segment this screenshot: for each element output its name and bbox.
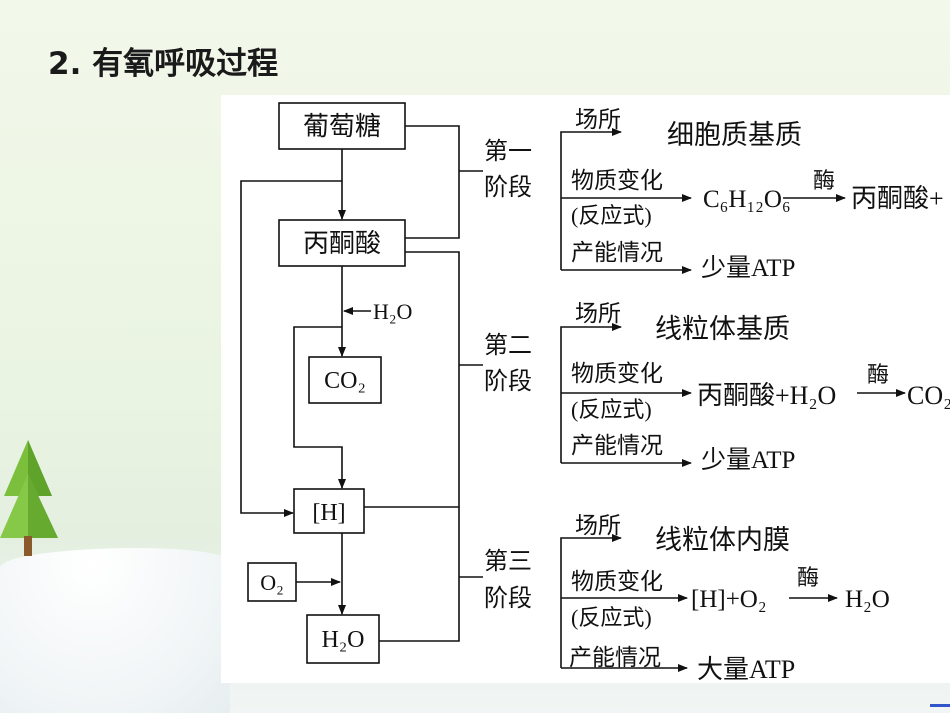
stage-3-energy: 大量ATP [697,655,795,683]
arrow-pyruvate-h [293,326,346,489]
glucose-label: 葡萄糖 [303,112,381,141]
stage-2: 第二 阶段 场所 线粒体基质 物质变化 (反应式) 丙酮酸+H₂O 酶 CO₂ … [484,301,950,474]
water-out-label: H₂O [321,627,364,653]
stage-2-enzyme: 酶 [867,362,889,387]
co2-label: CO₂ [324,368,366,394]
connector-stage1 [405,125,460,239]
stage-3-name-line1: 第三 [484,548,532,575]
stage-3-name-line2: 阶段 [484,585,532,612]
slide-title: 2. 有氧呼吸过程 [48,46,279,82]
water-out-box [306,614,380,664]
stage-3-change-label-2: (反应式) [571,605,652,630]
pyruvate-box [278,219,406,267]
slide-corner-mark [930,704,950,707]
stage-1-reaction-left: C₆H₁₂O₆ [703,186,791,213]
stage-3-place-label: 场所 [575,513,621,538]
stage-3-energy-label: 产能情况 [569,645,661,670]
stage-2-reaction-right: CO₂ [907,381,950,410]
h-label: [H] [312,500,345,526]
stage-1-change-label-2: (反应式) [571,203,652,228]
arrow-glucose-h [240,180,342,517]
stage-2-name-line1: 第二 [484,332,532,359]
stage-1: 第一 阶段 场所 细胞质基质 物质变化 (反应式) C₆H₁₂O₆ 酶 丙酮酸+… [484,107,944,282]
stage-2-energy-label: 产能情况 [571,433,663,458]
stage-1-reaction-right: 丙酮酸+ [851,184,944,213]
stage-2-reaction-left: 丙酮酸+H₂O [697,381,836,410]
stage-2-name-line2: 阶段 [484,368,532,395]
connector-stage2 [364,251,460,508]
stage-2-place-label: 场所 [575,301,621,326]
snow-ground [0,548,230,713]
stage-1-energy-label: 产能情况 [571,240,663,265]
stage-1-name-line1: 第一 [484,138,532,165]
stage-3-place: 线粒体内膜 [655,525,790,555]
stage-1-energy: 少量ATP [701,255,795,282]
stage-3-reaction-left: [H]+O₂ [691,586,767,613]
stage-2-place: 线粒体基质 [655,314,790,344]
stage-1-enzyme: 酶 [813,168,835,193]
stage-3-change-label-1: 物质变化 [571,569,663,594]
pyruvate-label: 丙酮酸 [303,229,381,258]
stage-1-place-label: 场所 [575,107,621,132]
left-flowchart [240,102,483,664]
h-box [293,488,365,534]
co2-box [308,356,382,404]
pine-tree-icon [0,440,58,556]
stage-2-change-label-1: 物质变化 [571,361,663,386]
stage-2-energy: 少量ATP [701,447,795,474]
stage-3-reaction-right: H₂O [845,586,890,613]
connector-stage3 [379,507,460,642]
stage-2-change-label-2: (反应式) [571,397,652,422]
water-in-label: H₂O [373,299,412,324]
stage-1-change-label-1: 物质变化 [571,168,663,193]
respiration-diagram: 葡萄糖 丙酮酸 CO₂ [H] O₂ H₂O H₂O 第一 阶段 场所 细胞质基… [221,95,950,683]
stage-1-place: 细胞质基质 [667,120,802,150]
o2-box [247,562,297,602]
o2-label: O₂ [260,570,284,595]
stage-1-name-line2: 阶段 [484,174,532,201]
glucose-box [278,102,406,150]
stage-3: 第三 阶段 场所 线粒体内膜 物质变化 (反应式) [H]+O₂ 酶 H₂O 产… [484,513,890,683]
stage-3-enzyme: 酶 [797,565,819,590]
